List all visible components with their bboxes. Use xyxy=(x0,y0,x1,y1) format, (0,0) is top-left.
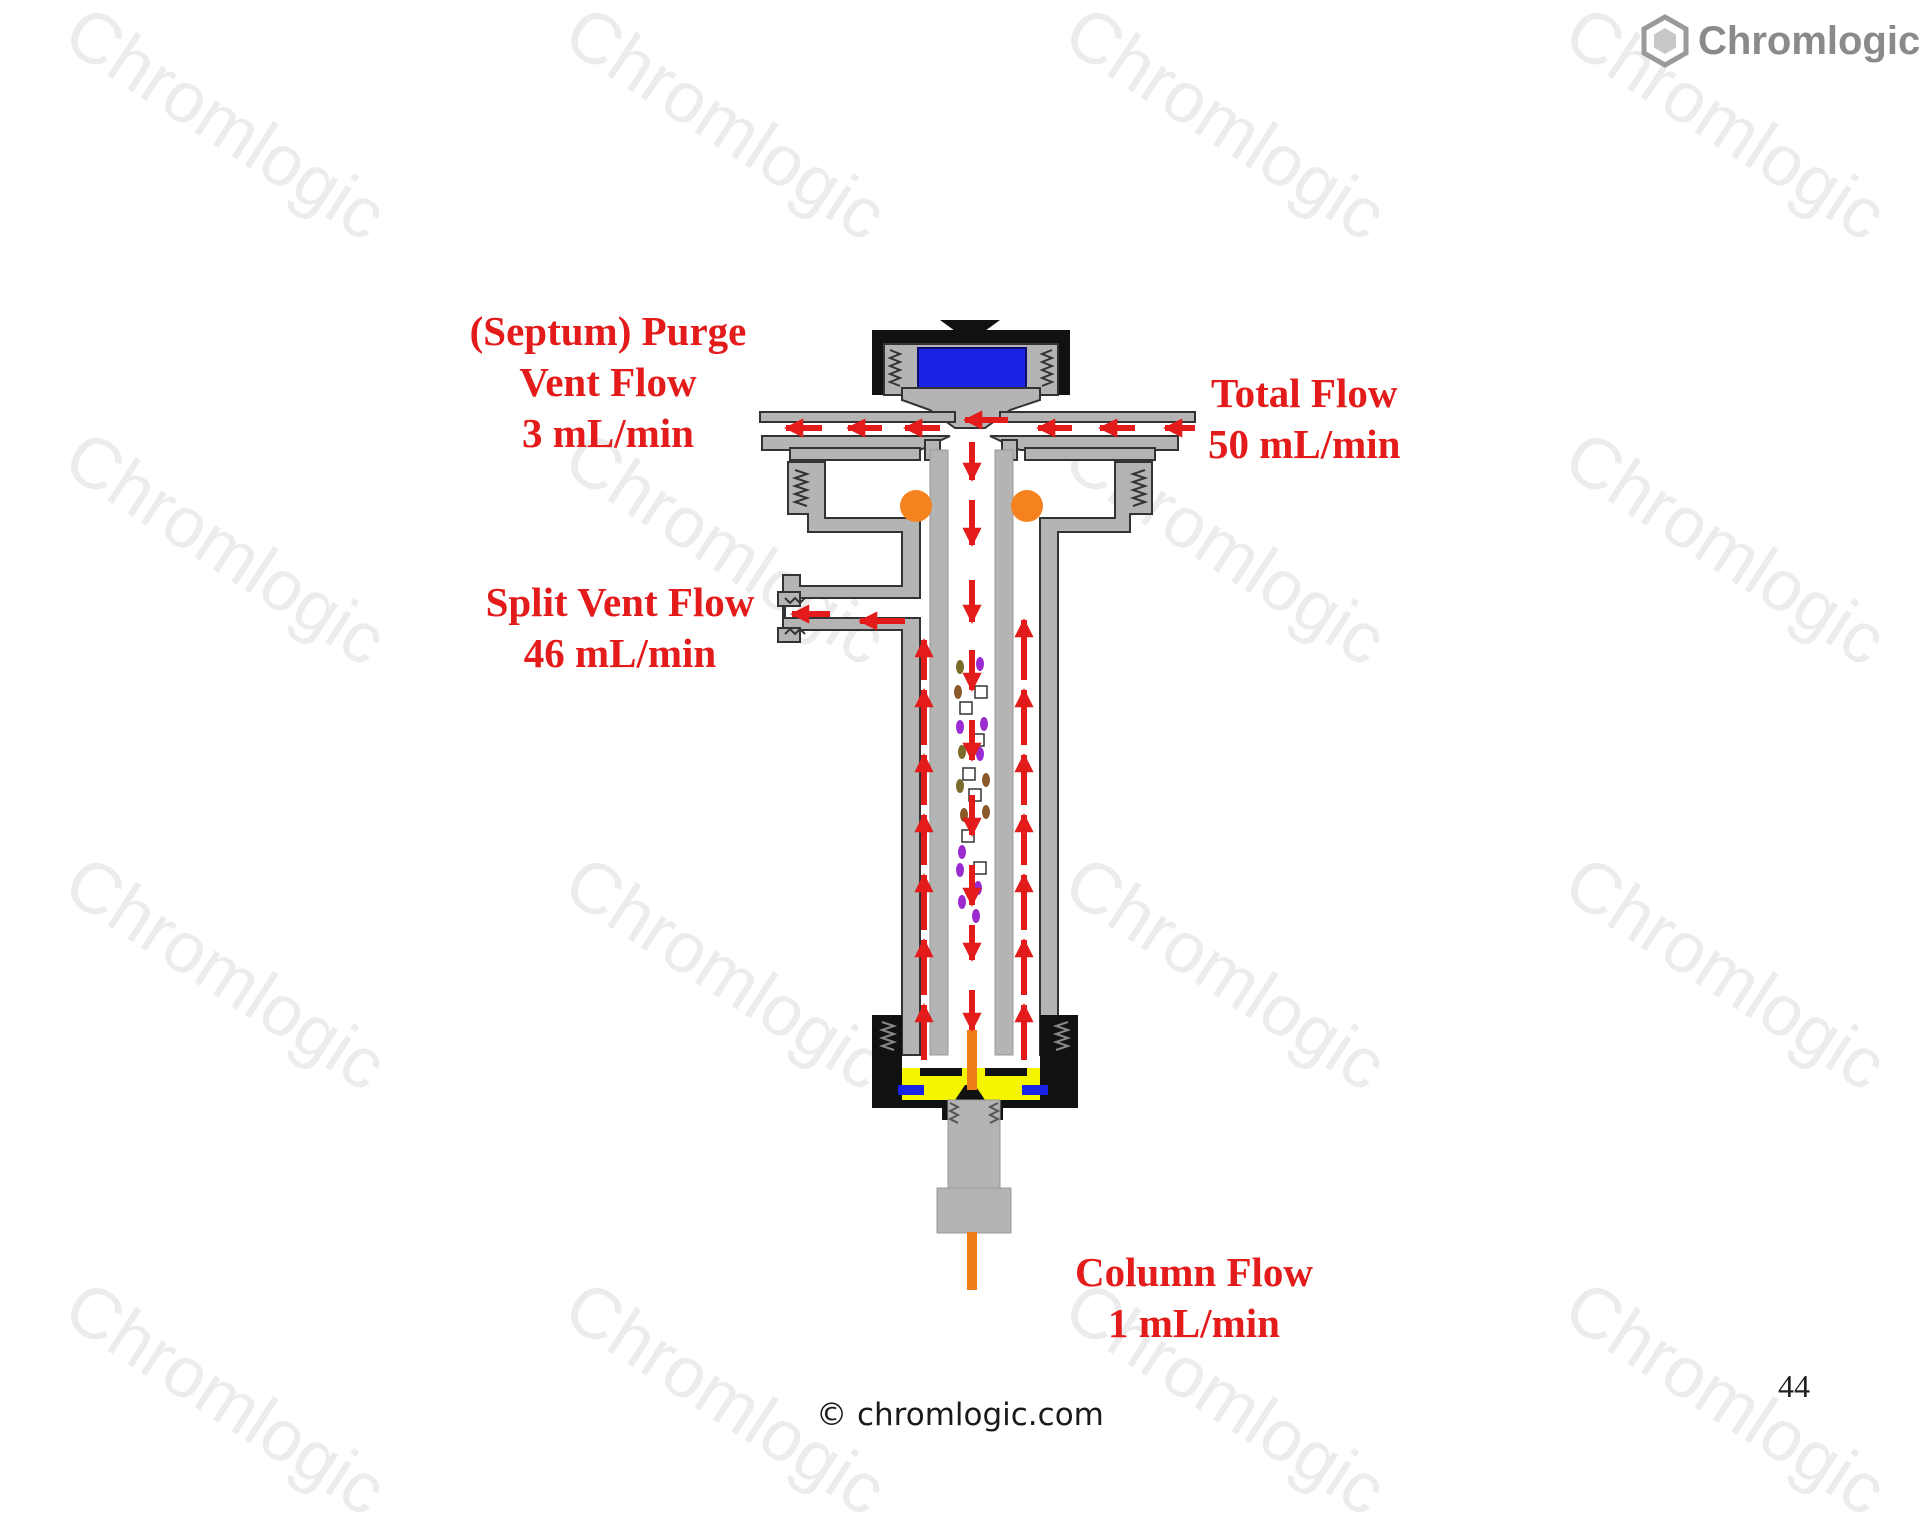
column-flow-title: Column Flow xyxy=(1074,1249,1314,1295)
needle-guide-icon xyxy=(940,320,1000,342)
inlet-liner xyxy=(929,449,1014,1056)
column-flow-rate: 1 mL/min xyxy=(1108,1300,1280,1346)
split-inlet-diagram xyxy=(759,320,1196,1290)
inlet-top-plate xyxy=(759,387,1196,461)
septum-purge-subtitle: Vent Flow xyxy=(519,359,697,405)
septum-purge-rate: 3 mL/min xyxy=(522,410,694,456)
brand-name: Chromlogic xyxy=(1698,18,1920,63)
column-nut xyxy=(936,1099,1012,1234)
hexagon-logo-icon xyxy=(1641,14,1689,68)
total-flow-label: Total Flow 50 mL/min xyxy=(1208,368,1401,470)
total-flow-rate: 50 mL/min xyxy=(1208,421,1401,467)
total-flow-title: Total Flow xyxy=(1211,370,1398,416)
brand-logo: Chromlogic xyxy=(1640,14,1920,68)
o-ring xyxy=(1011,490,1043,522)
septum-purge-title: (Septum) Purge xyxy=(469,308,747,354)
o-ring xyxy=(900,490,932,522)
page-number: 44 xyxy=(1778,1368,1810,1404)
septum xyxy=(917,347,1027,389)
septum-purge-label: (Septum) Purge Vent Flow 3 mL/min xyxy=(458,306,758,459)
inlet-body xyxy=(777,461,1153,1056)
split-vent-rate: 46 mL/min xyxy=(523,630,717,676)
flow-arrows xyxy=(784,410,1195,1060)
column-flow-label: Column Flow 1 mL/min xyxy=(1064,1247,1324,1349)
copyright-footer: © chromlogic.com xyxy=(816,1397,1104,1433)
split-vent-label: Split Vent Flow 46 mL/min xyxy=(470,577,770,679)
split-vent-title: Split Vent Flow xyxy=(485,579,755,625)
